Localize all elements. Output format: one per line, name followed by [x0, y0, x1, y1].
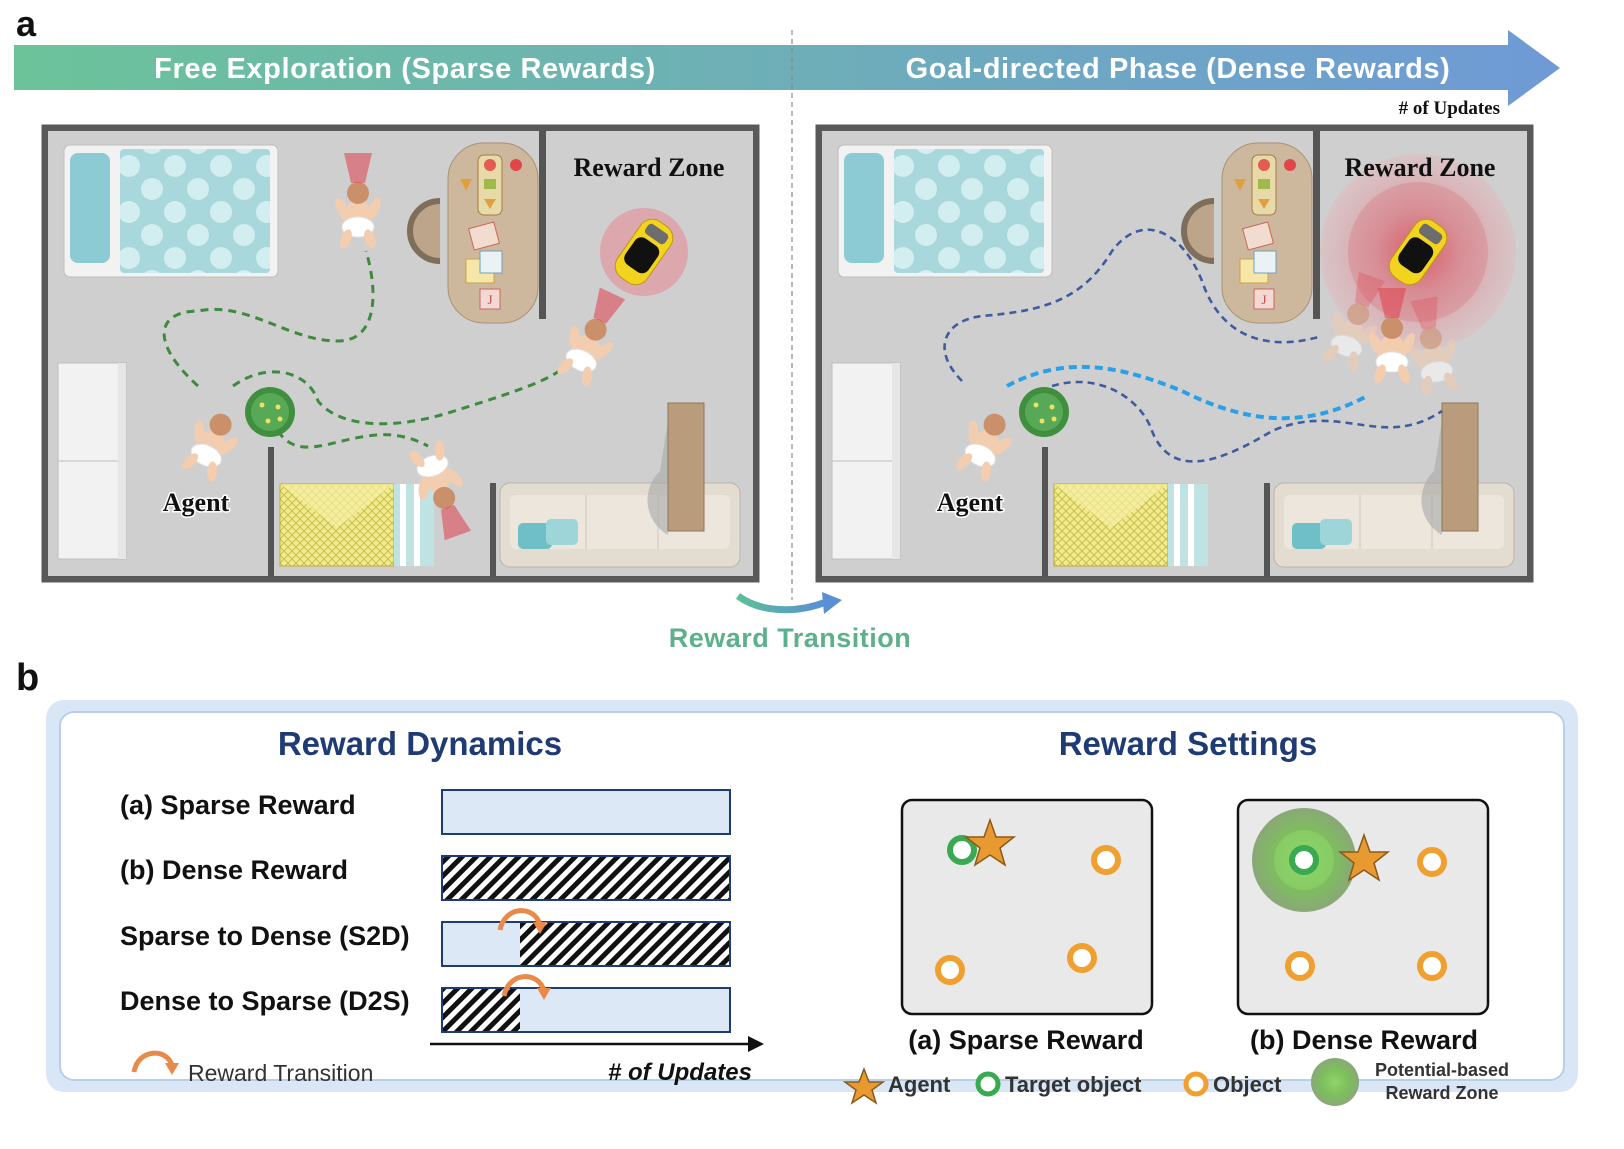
dense-target-object [1289, 845, 1319, 875]
dyn-legend-label: Reward Transition [188, 1060, 373, 1086]
sparse-object-3 [1067, 943, 1097, 973]
transition-arrow [735, 593, 828, 614]
right-reward-zone-label: Reward Zone [1345, 153, 1496, 182]
right-agent-label: Agent [937, 488, 1004, 517]
sparse-object-2 [935, 955, 965, 985]
right-path-lower [1051, 380, 1443, 463]
right-path-upper [943, 228, 1323, 382]
dense-setting-box [1236, 798, 1490, 1016]
sparse-object-1 [1091, 845, 1121, 875]
settings-title: Reward Settings [1059, 725, 1318, 762]
legend-object-label: Object [1213, 1072, 1282, 1097]
sparse-target-object [947, 835, 977, 865]
s2d-transition-icon [497, 908, 547, 934]
legend-zone-label-2: Reward Zone [1385, 1083, 1498, 1103]
left-reward-zone-label: Reward Zone [574, 153, 725, 182]
dense-setting-caption: (b) Dense Reward [1250, 1025, 1478, 1055]
dyn-bar-sparse [441, 789, 731, 835]
panel-b-frame-inner [59, 711, 1565, 1081]
phase-goal-label: Goal-directed Phase (Dense Rewards) [906, 53, 1451, 85]
updates-label: # of Updates [1399, 98, 1500, 119]
legend-agent-star [842, 1066, 886, 1105]
dyn-bar-s2d [441, 921, 731, 967]
sparse-setting-box [900, 798, 1154, 1016]
dyn-row-label-d2s: Dense to Sparse (D2S) [120, 986, 410, 1016]
dyn-legend-transition-icon [131, 1050, 179, 1075]
dense-object-1 [1417, 847, 1447, 877]
transition-label: Reward Transition [669, 623, 912, 653]
dyn-row-label-sparse: (a) Sparse Reward [120, 790, 356, 820]
d2s-transition-icon [501, 974, 551, 1000]
dense-object-2 [1285, 951, 1315, 981]
dynamics-title: Reward Dynamics [278, 725, 562, 762]
dyn-row-label-dense: (b) Dense Reward [120, 855, 348, 885]
sparse-setting-caption: (a) Sparse Reward [908, 1025, 1144, 1055]
dyn-axis-arrowhead [748, 1036, 764, 1052]
left-exploration-path [162, 250, 567, 449]
legend-target-icon [975, 1071, 1001, 1097]
panel-b-letter: b [16, 657, 39, 699]
right-path-main [1006, 364, 1368, 421]
transition-arrowhead [822, 592, 842, 614]
phase-arrow [14, 30, 1560, 106]
left-room: Reward Zone Agent [41, 124, 760, 583]
legend-target-label: Target object [1005, 1072, 1142, 1097]
right-room: Reward Zone Agent [815, 124, 1534, 583]
dense-agent-star [1337, 832, 1391, 882]
dyn-axis-label: # of Updates [608, 1059, 752, 1086]
dyn-bar-d2s [441, 987, 731, 1033]
legend-zone-icon [1311, 1058, 1359, 1106]
dense-object-3 [1417, 951, 1447, 981]
dyn-row-label-s2d: Sparse to Dense (S2D) [120, 921, 410, 951]
legend-zone-label-1: Potential-based [1375, 1060, 1509, 1080]
sparse-agent-star [963, 817, 1017, 867]
phase-free-label: Free Exploration (Sparse Rewards) [154, 53, 656, 85]
legend-object-icon [1183, 1071, 1209, 1097]
dyn-bar-dense [441, 855, 731, 901]
left-agent-label: Agent [163, 488, 230, 517]
legend-agent-label: Agent [888, 1072, 951, 1097]
panel-a-letter: a [16, 3, 37, 44]
